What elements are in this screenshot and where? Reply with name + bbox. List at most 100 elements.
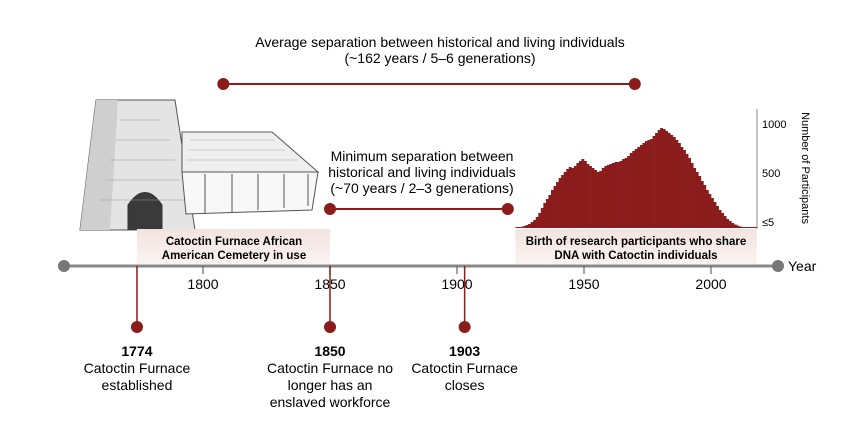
histogram-bar: [726, 219, 730, 228]
axis-tick-label: 1900: [441, 276, 472, 292]
histogram-bar: [584, 161, 587, 228]
histogram-bar: [566, 169, 570, 228]
histogram-bar: [741, 227, 745, 228]
histogram-bar: [571, 168, 575, 228]
axis-label: Year: [788, 258, 817, 274]
histogram-bar: [596, 172, 600, 228]
histogram-bar: [599, 171, 603, 228]
histogram-bar: [611, 163, 615, 228]
cemetery-label-2: American Cemetery in use: [162, 250, 306, 262]
histogram-bar: [660, 128, 664, 228]
histogram-bar: [642, 143, 646, 228]
average-separation-start-dot: [217, 78, 230, 90]
event-description: established: [102, 377, 173, 393]
histogram-bar: [703, 185, 707, 228]
histogram-bar: [558, 178, 562, 228]
histogram-bar: [751, 227, 755, 228]
histogram-bar: [657, 130, 661, 228]
histogram-bar: [535, 217, 539, 228]
histogram-tick-500: 500: [762, 168, 780, 180]
histogram-bar: [515, 227, 519, 228]
histogram-bar: [540, 208, 544, 228]
histogram-bar: [594, 170, 597, 228]
histogram-bar: [528, 224, 531, 228]
histogram-bar: [685, 154, 689, 228]
axis-tick-label: 1950: [568, 276, 599, 292]
histogram-bar: [568, 167, 572, 228]
axis-tick-label: 1800: [187, 276, 218, 292]
histogram-bar: [563, 172, 567, 228]
histogram-bar: [545, 199, 549, 228]
histogram-bar: [523, 226, 526, 228]
histogram-bar: [688, 158, 691, 228]
histogram-bar: [627, 156, 631, 228]
minimum-separation-subtitle: (~70 years / 2–3 generations): [330, 180, 513, 196]
average-separation: [217, 78, 641, 90]
histogram-bar: [670, 135, 674, 228]
histogram-bar: [520, 226, 524, 228]
average-separation-subtitle: (~162 years / 5–6 generations): [344, 50, 535, 66]
histogram-bar: [601, 168, 605, 228]
minimum-separation-end-dot: [501, 203, 514, 215]
histogram-bar: [754, 227, 758, 228]
minimum-separation-start-dot: [324, 203, 336, 215]
minimum-separation: [324, 203, 514, 215]
histogram-bar: [617, 162, 620, 228]
histogram-bar: [632, 151, 636, 228]
histogram-bar: [637, 147, 641, 228]
histogram-bar: [614, 162, 618, 228]
average-separation-title: Average separation between historical an…: [255, 34, 624, 50]
participant-histogram: [515, 128, 758, 228]
histogram-bar: [667, 133, 671, 228]
histogram-bar: [647, 140, 651, 228]
histogram-bar: [556, 182, 559, 228]
histogram-bar: [581, 159, 585, 228]
cemetery-label-1: Catoctin Furnace African: [166, 236, 302, 248]
event-dot: [458, 321, 471, 333]
histogram-bar: [586, 164, 590, 228]
histogram-bar: [698, 176, 702, 228]
histogram-bar: [746, 227, 750, 228]
event-description: Catoctin Furnace: [84, 360, 191, 376]
histogram-tick-1000: 1000: [762, 119, 786, 131]
histogram-bar: [573, 166, 577, 228]
histogram-bar: [609, 164, 613, 228]
histogram-bar: [738, 226, 742, 228]
axis-start-dot: [58, 260, 70, 272]
histogram-bar: [690, 163, 694, 228]
histogram-bar: [677, 143, 681, 228]
histogram-bar: [553, 186, 557, 228]
histogram-bar: [680, 147, 684, 228]
histogram-bar: [639, 145, 643, 228]
histogram-bar: [634, 149, 638, 228]
average-separation-end-dot: [628, 78, 641, 90]
histogram-bar: [629, 153, 633, 228]
histogram-bar: [713, 202, 717, 228]
histogram-bar: [711, 198, 714, 228]
axis-tick-label: 2000: [695, 276, 726, 292]
histogram-bar: [624, 158, 628, 228]
histogram-bar: [665, 131, 669, 228]
histogram-bar: [622, 159, 625, 228]
histogram-bar: [749, 227, 752, 228]
histogram-bar: [733, 224, 737, 228]
histogram-bar: [525, 225, 529, 228]
minimum-separation-title-1: Minimum separation between: [331, 148, 514, 164]
histogram-bar: [700, 181, 704, 228]
event-year: 1850: [314, 343, 345, 359]
histogram-bar: [655, 133, 658, 228]
histogram-bar: [708, 194, 712, 228]
histogram-bar: [533, 220, 537, 228]
event-dot: [324, 321, 336, 333]
histogram-bar: [604, 166, 608, 228]
histogram-bar: [693, 168, 697, 228]
furnace-illustration: [79, 99, 320, 231]
histogram-bar: [728, 221, 732, 228]
histogram-bar: [650, 139, 653, 228]
histogram-bar: [652, 136, 656, 228]
event-description: longer has an: [288, 377, 373, 393]
histogram-tick-min: ≤5: [762, 217, 774, 229]
histogram-bar: [543, 203, 547, 228]
